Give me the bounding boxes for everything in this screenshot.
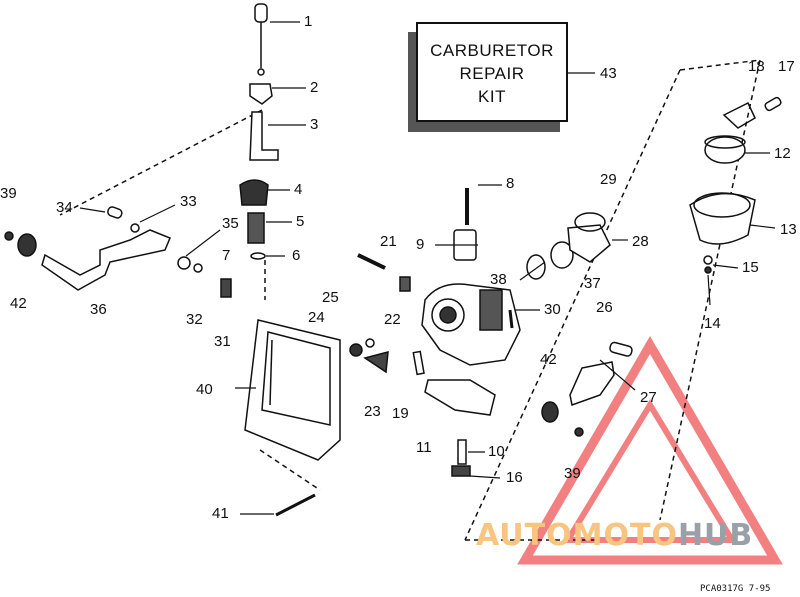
part-17-pin xyxy=(764,96,782,112)
part-39-screw xyxy=(4,231,14,241)
watermark-part-2: HUB xyxy=(677,518,754,553)
watermark-logo xyxy=(517,336,783,565)
callout-label: 37 xyxy=(584,275,601,292)
part-12-float xyxy=(704,136,746,164)
callout-label: 19 xyxy=(392,405,409,422)
part-1-screw xyxy=(254,3,268,76)
callout-label: 27 xyxy=(640,389,657,406)
part-30-screw xyxy=(508,309,514,329)
callout-label: 30 xyxy=(544,301,561,318)
callout-label: 11 xyxy=(416,439,432,456)
part-39b-screw xyxy=(574,427,584,437)
part-25-washer xyxy=(365,338,375,348)
part-16-seat xyxy=(451,465,471,477)
carburetor-repair-kit-box: CARBURETOR REPAIR KIT xyxy=(416,22,568,122)
part-24-nut xyxy=(349,343,363,357)
part-41-screw xyxy=(275,493,316,517)
part-37-seal xyxy=(550,241,574,269)
kit-line-2: REPAIR xyxy=(459,64,525,83)
callout-label: 7 xyxy=(222,247,231,264)
part-5-spring xyxy=(247,212,265,244)
callout-label: 29 xyxy=(600,171,617,188)
part-14-screw xyxy=(704,266,712,274)
callout-label: 41 xyxy=(212,505,229,522)
callout-label: 39 xyxy=(564,465,581,482)
part-23-plate xyxy=(363,351,389,374)
part-32-washer xyxy=(193,263,203,273)
callout-label: 24 xyxy=(308,309,325,326)
callout-label: 22 xyxy=(384,311,401,328)
callout-label: 5 xyxy=(296,213,305,230)
callout-label: 31 xyxy=(214,333,231,350)
part-10-needle xyxy=(457,439,467,465)
figure-code: PCA0317G 7-95 xyxy=(700,584,771,594)
callout-label: 39 xyxy=(0,185,17,202)
carburetor-body xyxy=(421,283,521,366)
part-28-elbow xyxy=(567,224,611,263)
part-15-washer xyxy=(703,255,713,265)
part-35-washer xyxy=(177,256,191,270)
callout-label: 18 xyxy=(748,58,765,75)
leader-lines xyxy=(79,21,776,515)
part-22-spring xyxy=(399,276,411,292)
part-38-gasket xyxy=(526,254,546,280)
part-36-lever xyxy=(41,229,171,291)
callout-label: 6 xyxy=(292,247,301,264)
part-34-pin xyxy=(107,206,123,219)
callout-label: 3 xyxy=(310,116,319,133)
callout-label: 21 xyxy=(380,233,397,250)
callout-label: 17 xyxy=(778,58,795,75)
callout-label: 43 xyxy=(600,65,617,82)
part-13-bowl xyxy=(689,192,756,245)
part-2-nut xyxy=(249,83,273,105)
part-31-screw xyxy=(220,278,232,298)
callout-label: 28 xyxy=(632,233,649,250)
callout-label: 40 xyxy=(196,381,213,398)
callout-label: 36 xyxy=(90,301,107,318)
callout-label: 26 xyxy=(596,299,613,316)
kit-line-1: CARBURETOR xyxy=(430,41,554,60)
part-40-cover xyxy=(244,319,341,461)
watermark-text: AUTOMOTOHUB xyxy=(476,518,753,553)
part-11-gasket xyxy=(424,379,496,416)
part-4-cap xyxy=(239,179,269,206)
callout-label: 13 xyxy=(780,221,797,238)
part-19-pin xyxy=(412,350,425,376)
part-26-pin xyxy=(609,341,633,357)
part-27-lever xyxy=(569,361,615,406)
callout-label: 4 xyxy=(294,181,303,198)
part-3-bracket xyxy=(249,111,279,161)
callout-label: 10 xyxy=(488,443,505,460)
callout-label: 14 xyxy=(704,315,721,332)
part-42b-bushing xyxy=(541,401,559,423)
part-33-washer xyxy=(130,223,140,233)
assembly-lines xyxy=(59,59,761,541)
watermark-part-1: AUTOMOTO xyxy=(476,518,678,553)
callout-label: 38 xyxy=(490,271,507,288)
callout-label: 8 xyxy=(506,175,515,192)
part-18-hinge xyxy=(722,101,756,129)
callout-label: 1 xyxy=(304,13,313,30)
callout-label: 12 xyxy=(774,145,791,162)
callout-label: 42 xyxy=(10,295,27,312)
callout-label: 33 xyxy=(180,193,197,210)
callout-label: 35 xyxy=(222,215,239,232)
callout-label: 2 xyxy=(310,79,319,96)
callout-label: 9 xyxy=(416,236,425,253)
kit-line-3: KIT xyxy=(478,87,506,106)
part-29-clamp xyxy=(574,212,606,232)
part-42-bushing xyxy=(17,233,37,257)
callout-label: 25 xyxy=(322,289,339,306)
part-6-washer xyxy=(250,252,266,260)
part-21-screw xyxy=(357,253,386,270)
callout-label: 15 xyxy=(742,259,759,276)
callout-label: 16 xyxy=(506,469,523,486)
callout-label: 23 xyxy=(364,403,381,420)
callout-label: 34 xyxy=(56,199,73,216)
callout-label: 32 xyxy=(186,311,203,328)
callout-label: 42 xyxy=(540,351,557,368)
